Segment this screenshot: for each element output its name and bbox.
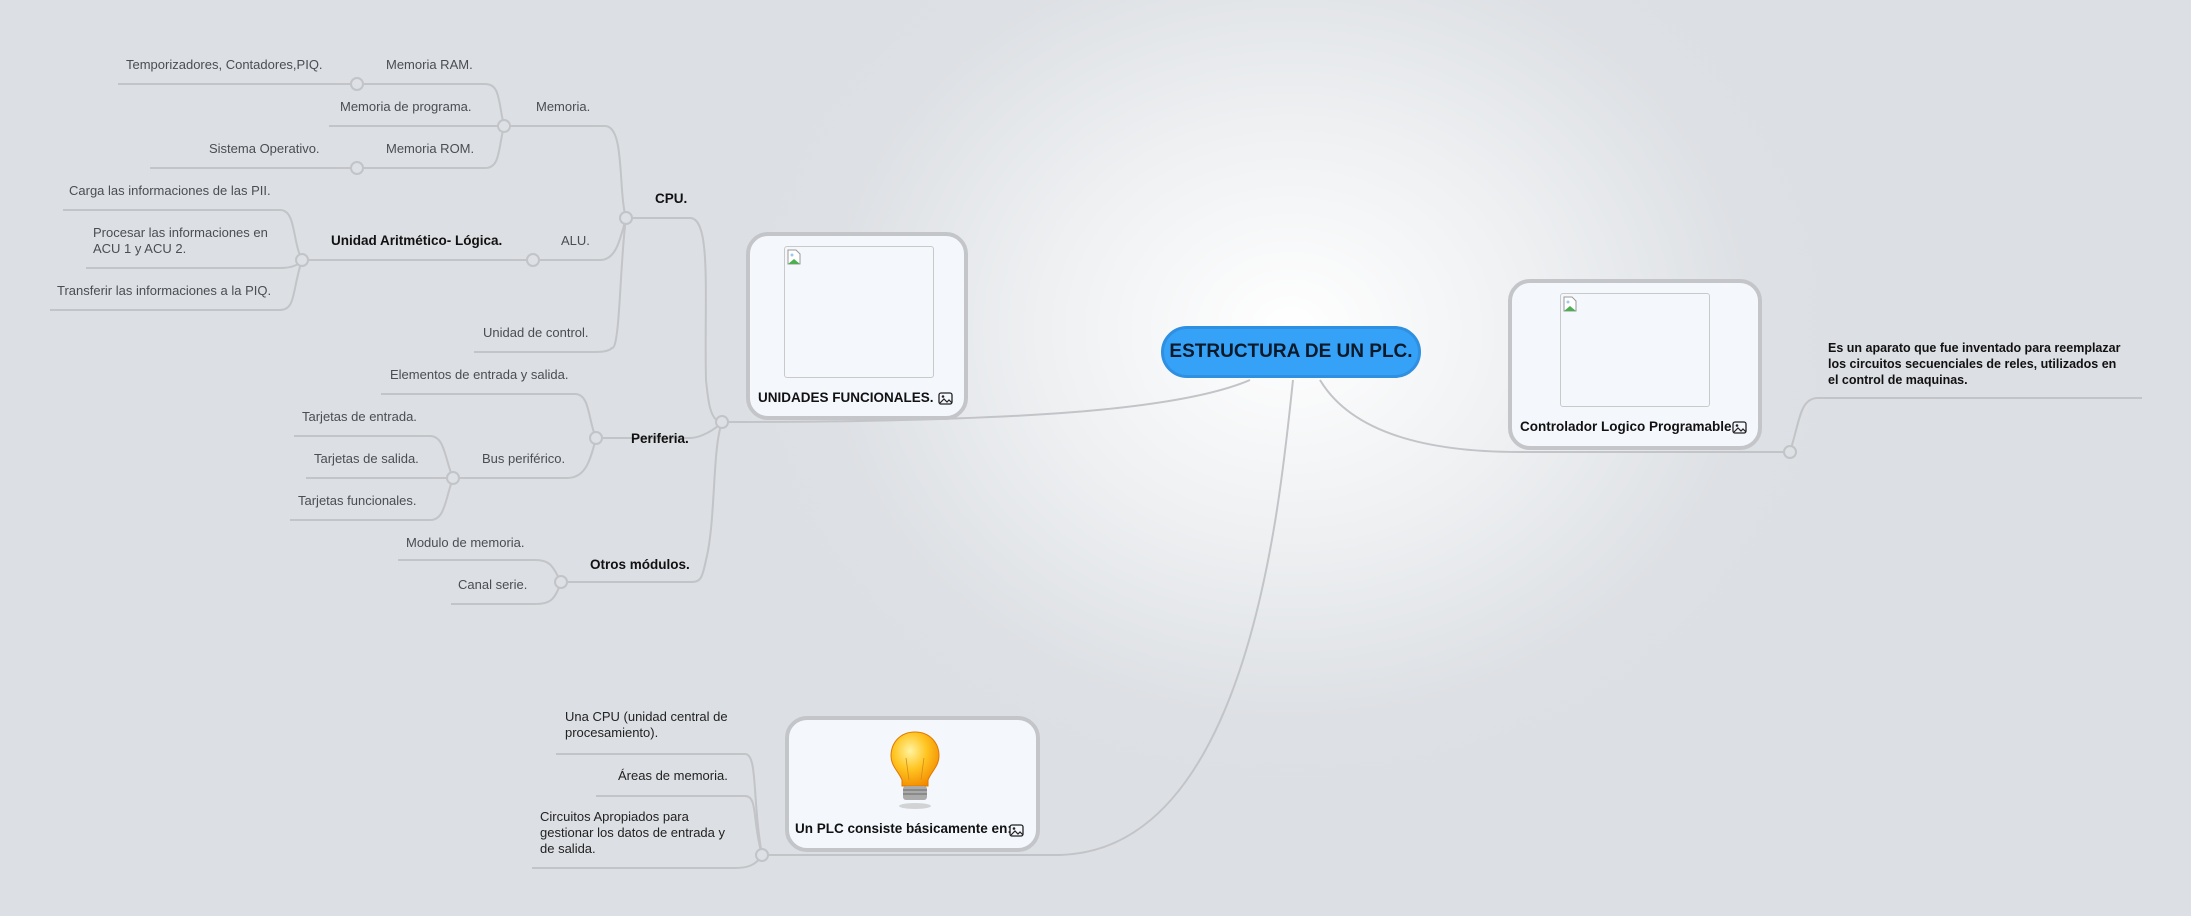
topic-elementos-es[interactable]: Elementos de entrada y salida. <box>390 367 569 382</box>
topic-image <box>784 246 934 378</box>
image-icon[interactable] <box>1009 824 1024 837</box>
topic-memoria[interactable]: Memoria. <box>536 99 591 114</box>
topic-alu[interactable]: ALU. <box>561 233 590 248</box>
topic-cpu[interactable]: CPU. <box>655 191 688 206</box>
topic-memoria-programa[interactable]: Memoria de programa. <box>340 99 472 114</box>
topic-otros-item[interactable]: Modulo de memoria. <box>406 535 525 550</box>
topic-unidad-control[interactable]: Unidad de control. <box>483 325 589 340</box>
topic-memoria-ram[interactable]: Memoria RAM. <box>386 57 473 72</box>
topic-image <box>1560 293 1710 407</box>
topic-plc-consiste[interactable]: Un PLC consiste básicamente en: <box>785 716 1040 852</box>
topic-controlador-logico[interactable]: Controlador Logico Programable <box>1508 279 1762 450</box>
topic-label: Controlador Logico Programable <box>1520 419 1732 434</box>
controlador-description[interactable]: Es un aparato que fue inventado para ree… <box>1828 341 2121 387</box>
image-icon[interactable] <box>1732 421 1747 434</box>
topic-consiste-item[interactable]: Circuitos Apropiados para gestionar los … <box>540 809 726 856</box>
topic-alu-item[interactable]: Transferir las informaciones a la PIQ. <box>57 283 272 298</box>
broken-image-icon <box>1563 296 1577 312</box>
central-topic[interactable]: ESTRUCTURA DE UN PLC. <box>1161 326 1421 378</box>
topic-otros-modulos[interactable]: Otros módulos. <box>590 557 690 572</box>
topic-memoria-rom[interactable]: Memoria ROM. <box>386 141 475 156</box>
topic-alu-item[interactable]: Carga las informaciones de las PII. <box>69 183 271 198</box>
topic-bus-item[interactable]: Tarjetas de salida. <box>314 451 419 466</box>
topic-consiste-item[interactable]: Una CPU (unidad central de procesamiento… <box>565 709 728 740</box>
topic-consiste-item[interactable]: Áreas de memoria. <box>618 768 728 783</box>
topic-label: UNIDADES FUNCIONALES. <box>758 390 934 405</box>
topic-bus-periferico[interactable]: Bus periférico. <box>482 451 566 466</box>
lightbulb-icon <box>890 731 940 809</box>
topic-label: Un PLC consiste básicamente en: <box>795 821 1012 836</box>
topic-sistema-operativo[interactable]: Sistema Operativo. <box>209 141 320 156</box>
topic-periferia[interactable]: Periferia. <box>631 431 689 446</box>
topic-unidad-aritmetico-logica[interactable]: Unidad Aritmético- Lógica. <box>331 233 503 248</box>
topic-bus-item[interactable]: Tarjetas funcionales. <box>298 493 417 508</box>
topic-temporizadores[interactable]: Temporizadores, Contadores,PIQ. <box>126 57 323 72</box>
topic-alu-item[interactable]: Procesar las informaciones en ACU 1 y AC… <box>93 225 268 256</box>
central-topic-label: ESTRUCTURA DE UN PLC. <box>1169 341 1413 362</box>
topic-otros-item[interactable]: Canal serie. <box>458 577 528 592</box>
image-icon[interactable] <box>938 392 953 405</box>
topic-bus-item[interactable]: Tarjetas de entrada. <box>302 409 417 424</box>
topic-unidades-funcionales[interactable]: UNIDADES FUNCIONALES. <box>746 232 968 420</box>
broken-image-icon <box>787 249 801 265</box>
